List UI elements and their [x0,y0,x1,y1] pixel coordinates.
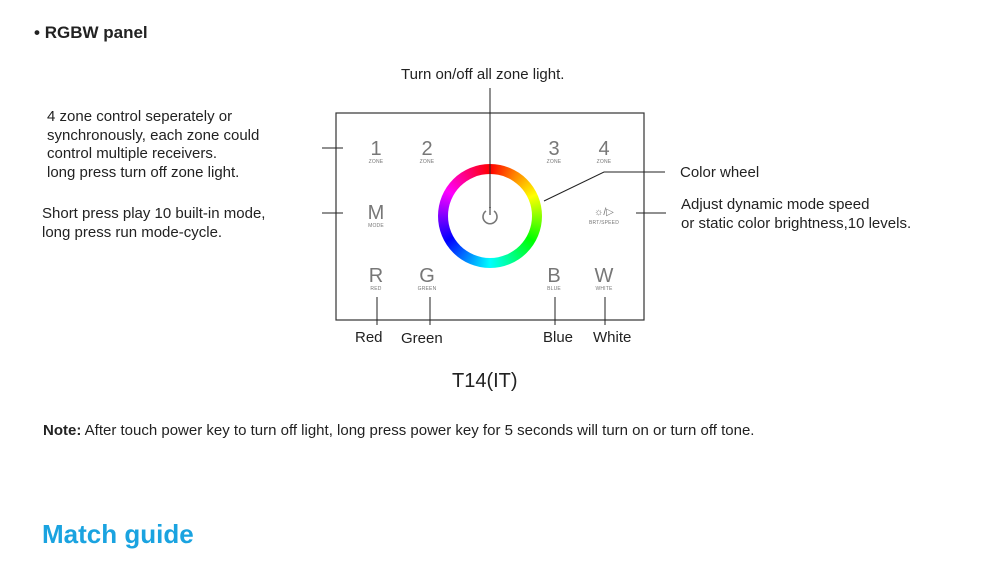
note-label: Note: [43,422,82,439]
button-label: ZONE [419,159,435,165]
zone-annotation-line: 4 zone control seperately or [47,108,233,125]
button-key: 1 [370,138,382,160]
power-icon[interactable] [480,206,500,226]
power-annotation: Turn on/off all zone light. [401,66,565,83]
mode-annotation-line: Short press play 10 built-in mode, [42,205,266,222]
button-label: GREEN [417,286,437,292]
speed-annotation: Adjust dynamic mode speed or static colo… [681,196,911,233]
note-text: After touch power key to turn off light,… [81,422,755,439]
brightness-speed-icon: ☼/▷ [594,207,614,218]
button-label: ZONE [368,159,384,165]
wheel-callout-line [543,171,665,202]
section-title: RGBW panel [44,23,148,42]
match-guide-heading: Match guide [42,519,194,549]
speed-annotation-line: Adjust dynamic mode speed [681,196,870,213]
button-label: BRT/SPEED [588,220,620,226]
button-label: BLUE [547,286,561,292]
button-label: ZONE [596,159,612,165]
red-annotation: Red [355,329,383,346]
color-wheel-annotation: Color wheel [680,164,760,181]
button-label: ZONE [546,159,562,165]
button-label: MODE [368,223,384,229]
power-callout-line-overlay [489,88,491,208]
button-key: 3 [548,138,560,160]
button-label: RED [370,286,382,292]
model-label: T14(IT) [452,370,518,392]
color-wheel[interactable] [438,164,542,268]
mode-annotation: Short press play 10 built-in mode, long … [42,205,265,242]
button-key: R [368,265,384,287]
blue-annotation: Blue [543,329,574,346]
button-key: M [367,202,385,224]
button-key: W [594,265,614,287]
zone-annotation-line: control multiple receivers. [47,145,218,162]
mode-annotation-line: long press run mode-cycle. [42,223,223,241]
zone-annotation-line: long press turn off zone light. [47,163,240,181]
note: Note: After touch power key to turn off … [43,422,754,439]
button-key: G [419,265,435,287]
white-annotation: White [593,329,632,346]
zone-annotation-line: synchronously, each zone could [47,126,260,144]
bullet: • [34,23,45,42]
button-key: 4 [598,138,610,160]
brightness-speed-button[interactable]: ☼/▷ BRT/SPEED [574,206,634,227]
button-key: 2 [421,138,433,160]
zone-annotation: 4 zone control seperately or synchronous… [47,108,259,182]
speed-annotation-line: or static color brightness,10 levels. [681,214,912,232]
section-heading: • RGBW panel [34,23,148,43]
button-key: B [547,265,561,287]
green-annotation: Green [401,330,443,347]
button-label: WHITE [595,286,613,292]
